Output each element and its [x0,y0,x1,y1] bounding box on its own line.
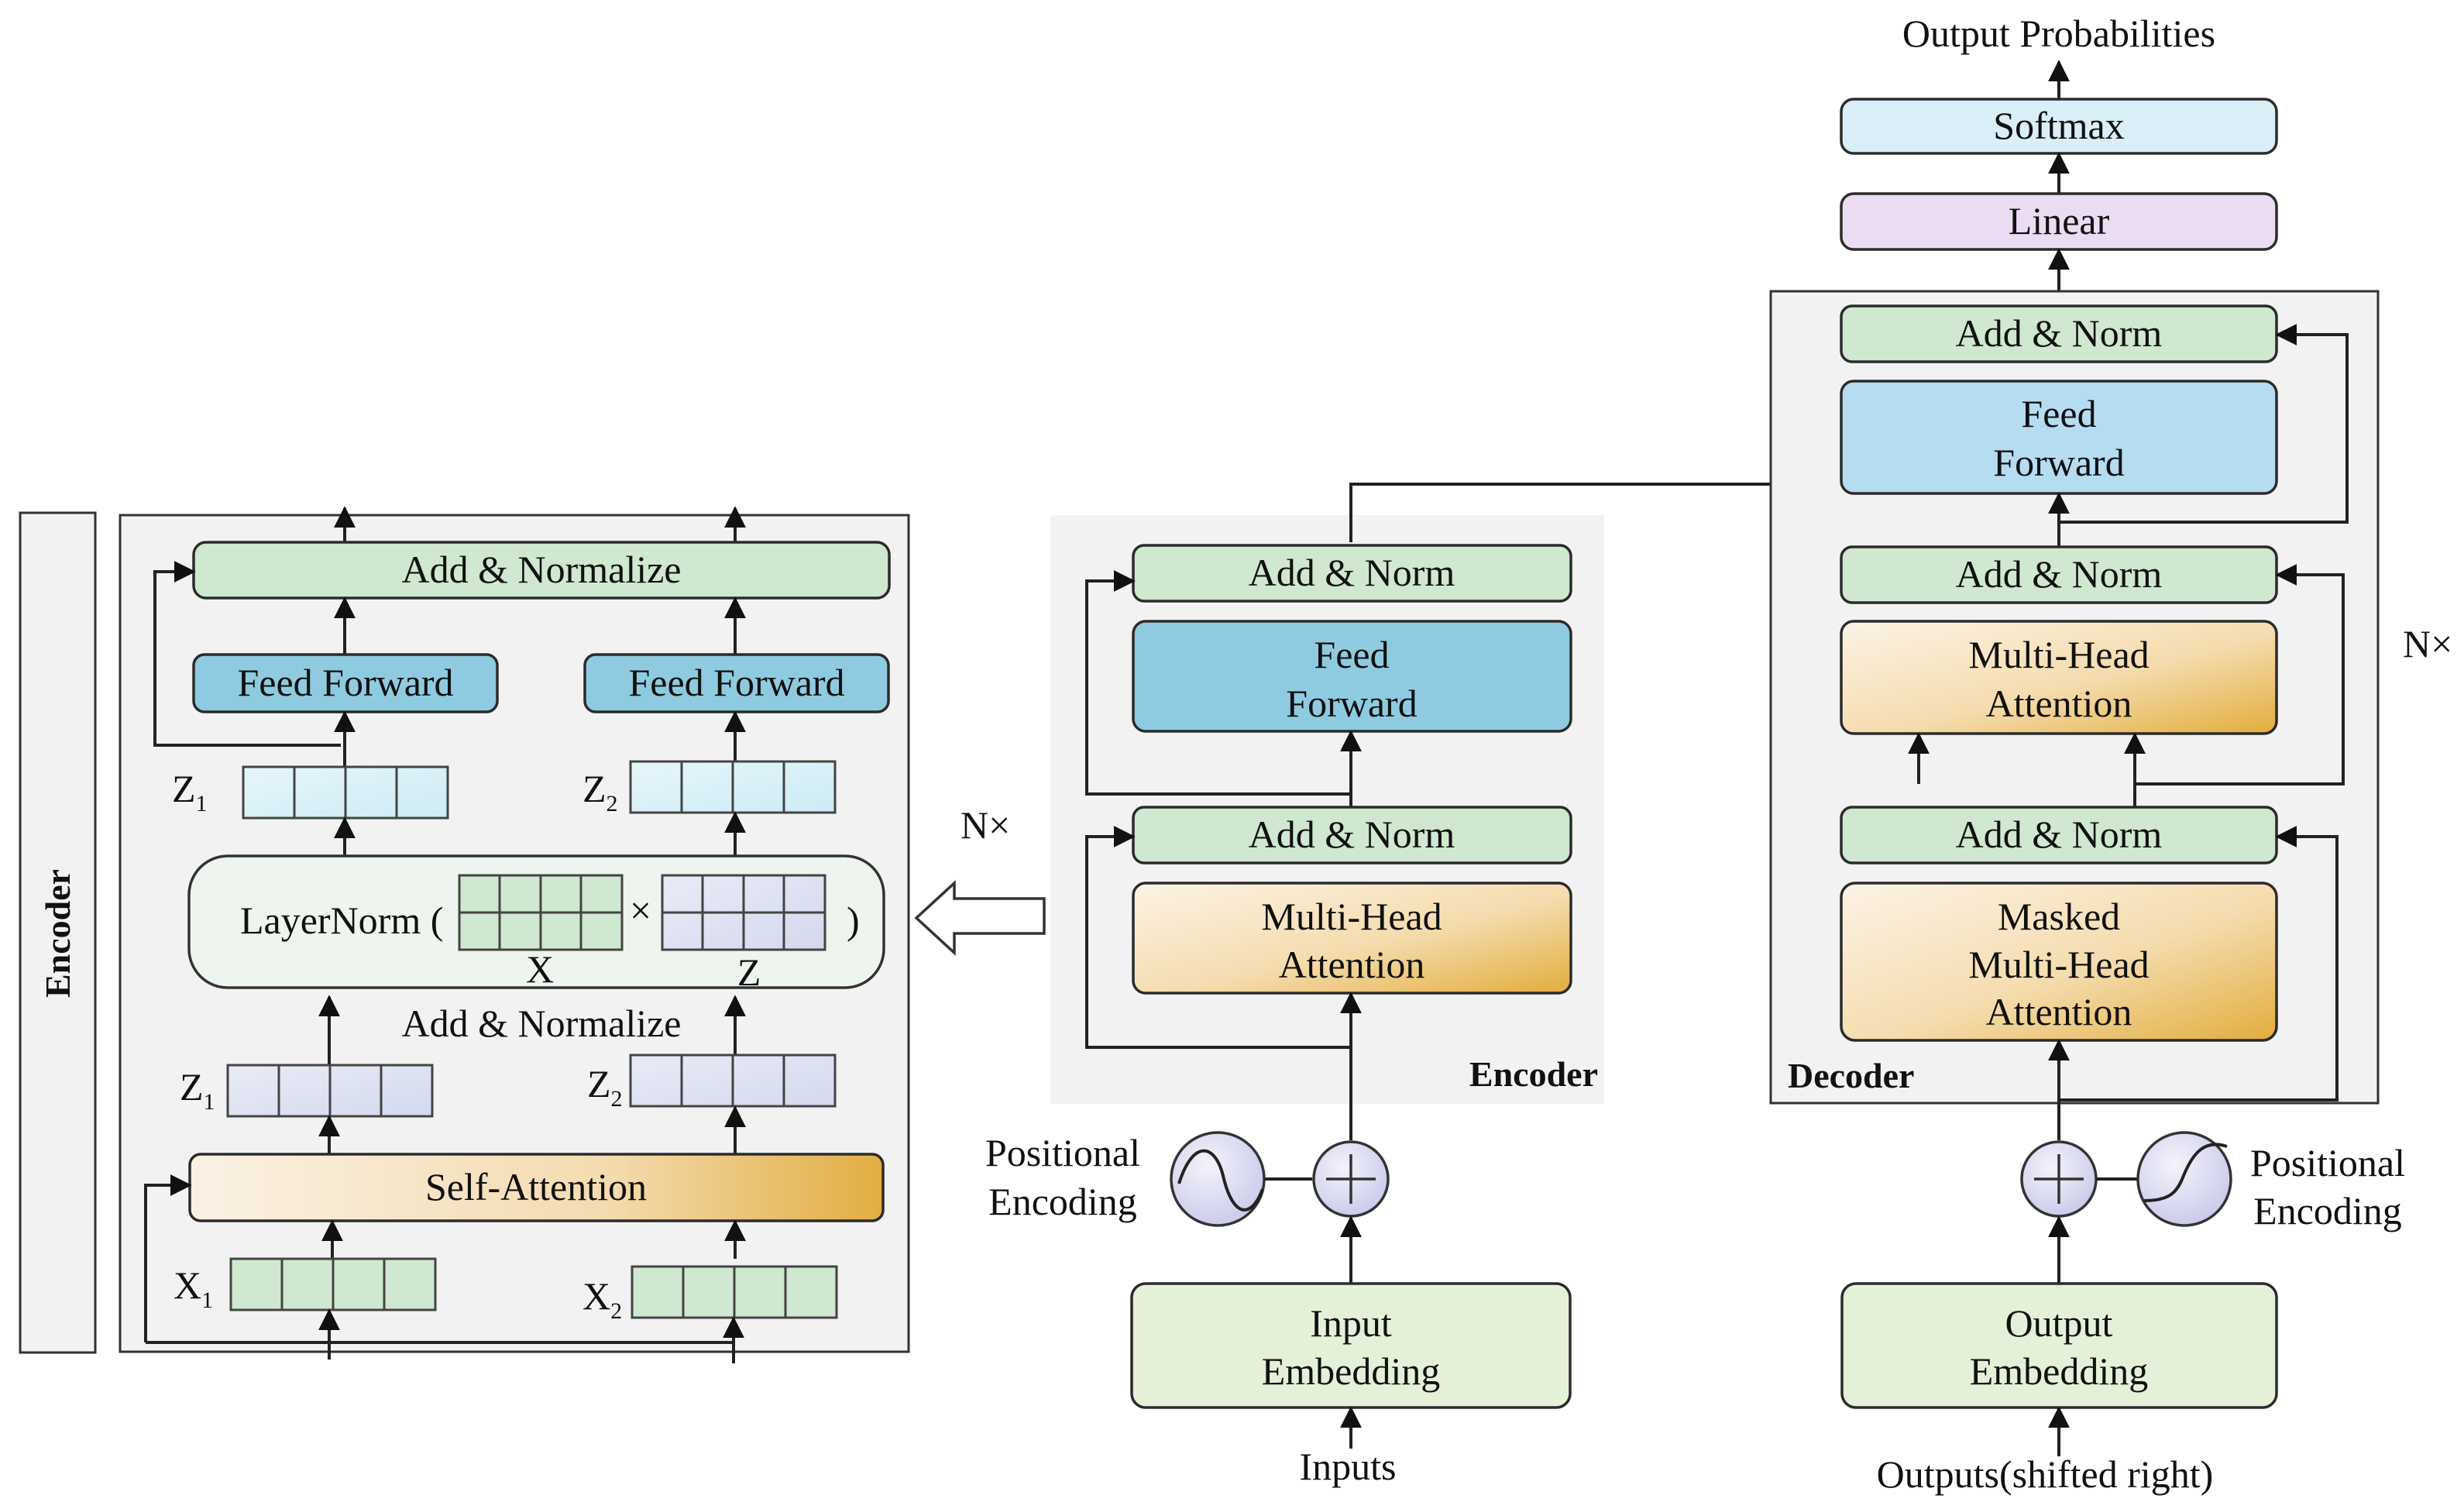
output-probabilities-label: Output Probabilities [1902,12,2215,55]
z1-mid-vector [226,1064,434,1118]
z1-top-label: Z1 [172,767,208,816]
z2-top-vector [629,760,837,814]
add-normalize-mid-label: Add & Normalize [401,1002,681,1045]
decoder-stack: Output Probabilities Softmax Linear Deco… [1769,12,2452,1496]
x-matrix-label: X [526,947,554,991]
times-symbol: × [630,889,651,932]
input-embedding-line1: Input [1310,1301,1392,1345]
encoder-add-norm-bottom-label: Add & Norm [1249,813,1455,856]
outputs-label: Outputs(shifted right) [1877,1452,2214,1496]
nx-right-label: N× [2403,622,2452,665]
inputs-label: Inputs [1300,1445,1397,1488]
x2-label: X2 [582,1274,622,1324]
output-embedding-line2: Embedding [1970,1349,2149,1393]
z1-top-vector [242,765,449,820]
z2-mid-vector [629,1054,837,1108]
layernorm-label: LayerNorm ( [240,899,443,942]
z2-mid-label: Z2 [587,1062,623,1112]
decoder-residual-mha [2135,564,2345,785]
decoder-mha-line2: Attention [1986,682,2132,725]
linear-label: Linear [2009,199,2110,242]
z1-mid-label: Z1 [180,1065,215,1115]
x1-label: X1 [174,1263,213,1313]
softmax-label: Softmax [1993,104,2124,147]
decoder-mha-line1: Multi-Head [1968,633,2149,676]
z-matrix-label: Z [737,950,761,994]
decoder-add-norm-1-label: Add & Norm [1956,311,2163,355]
feed-forward-2-label: Feed Forward [628,661,844,704]
residual-loop-top [153,561,341,747]
encoder-pos-enc-line2: Encoding [988,1180,1137,1223]
encoder-residual-ff [1085,570,1351,796]
encoder-feed-forward-line1: Feed [1314,633,1389,676]
decoder-add-norm-2-label: Add & Norm [1956,552,2163,596]
encoder-sine-wave-icon [1170,1131,1266,1227]
expand-hollow-arrow [914,880,1046,956]
feed-forward-1-label: Feed Forward [237,661,453,704]
nx-left-label: N× [961,803,1010,847]
decoder-residual-masked [2059,826,2339,1102]
encoder-add-norm-top-label: Add & Norm [1249,551,1455,594]
decoder-title: Decoder [1788,1056,1914,1095]
decoder-feed-forward-line1: Feed [2021,392,2096,435]
residual-loop-bottom [144,1174,192,1342]
encoder-add-circle-icon [1312,1140,1390,1218]
encoder-mha-line1: Multi-Head [1261,895,1442,938]
decoder-add-norm-3-label: Add & Norm [1956,813,2163,856]
left-detail-panel: Encoder Add & Normalize Feed Forward Fee… [19,506,910,1363]
x-matrix [458,874,624,951]
encoder-pos-enc-line1: Positional [985,1131,1140,1174]
decoder-sine-wave-icon [2136,1131,2232,1227]
layernorm-close-paren: ) [847,899,860,942]
encoder-mha-line2: Attention [1279,943,1425,986]
z2-top-label: Z2 [582,767,618,816]
add-normalize-top-label: Add & Normalize [401,548,681,591]
x1-vector [229,1257,437,1311]
decoder-pos-enc-line2: Encoding [2253,1189,2402,1232]
masked-mha-line2: Multi-Head [1968,943,2149,986]
decoder-residual-ff [2059,324,2349,524]
masked-mha-line1: Masked [1998,895,2120,938]
encoder-residual-mha [1085,826,1351,1049]
x2-vector [631,1265,838,1319]
self-attention-label: Self-Attention [425,1165,647,1208]
encoder-title: Encoder [1469,1054,1598,1094]
input-embedding-line2: Embedding [1262,1349,1441,1393]
decoder-add-circle-icon [2020,1140,2098,1218]
masked-mha-line3: Attention [1986,990,2132,1033]
decoder-pos-enc-line1: Positional [2250,1141,2405,1184]
z-matrix [661,874,826,951]
output-embedding-line1: Output [2005,1301,2113,1345]
encoder-side-bar [19,511,97,1354]
decoder-multi-head-attention [1840,620,2278,735]
encoder-feed-forward-line2: Forward [1286,682,1417,725]
encoder-side-label: Encoder [38,869,77,998]
decoder-feed-forward-line2: Forward [1993,441,2124,484]
